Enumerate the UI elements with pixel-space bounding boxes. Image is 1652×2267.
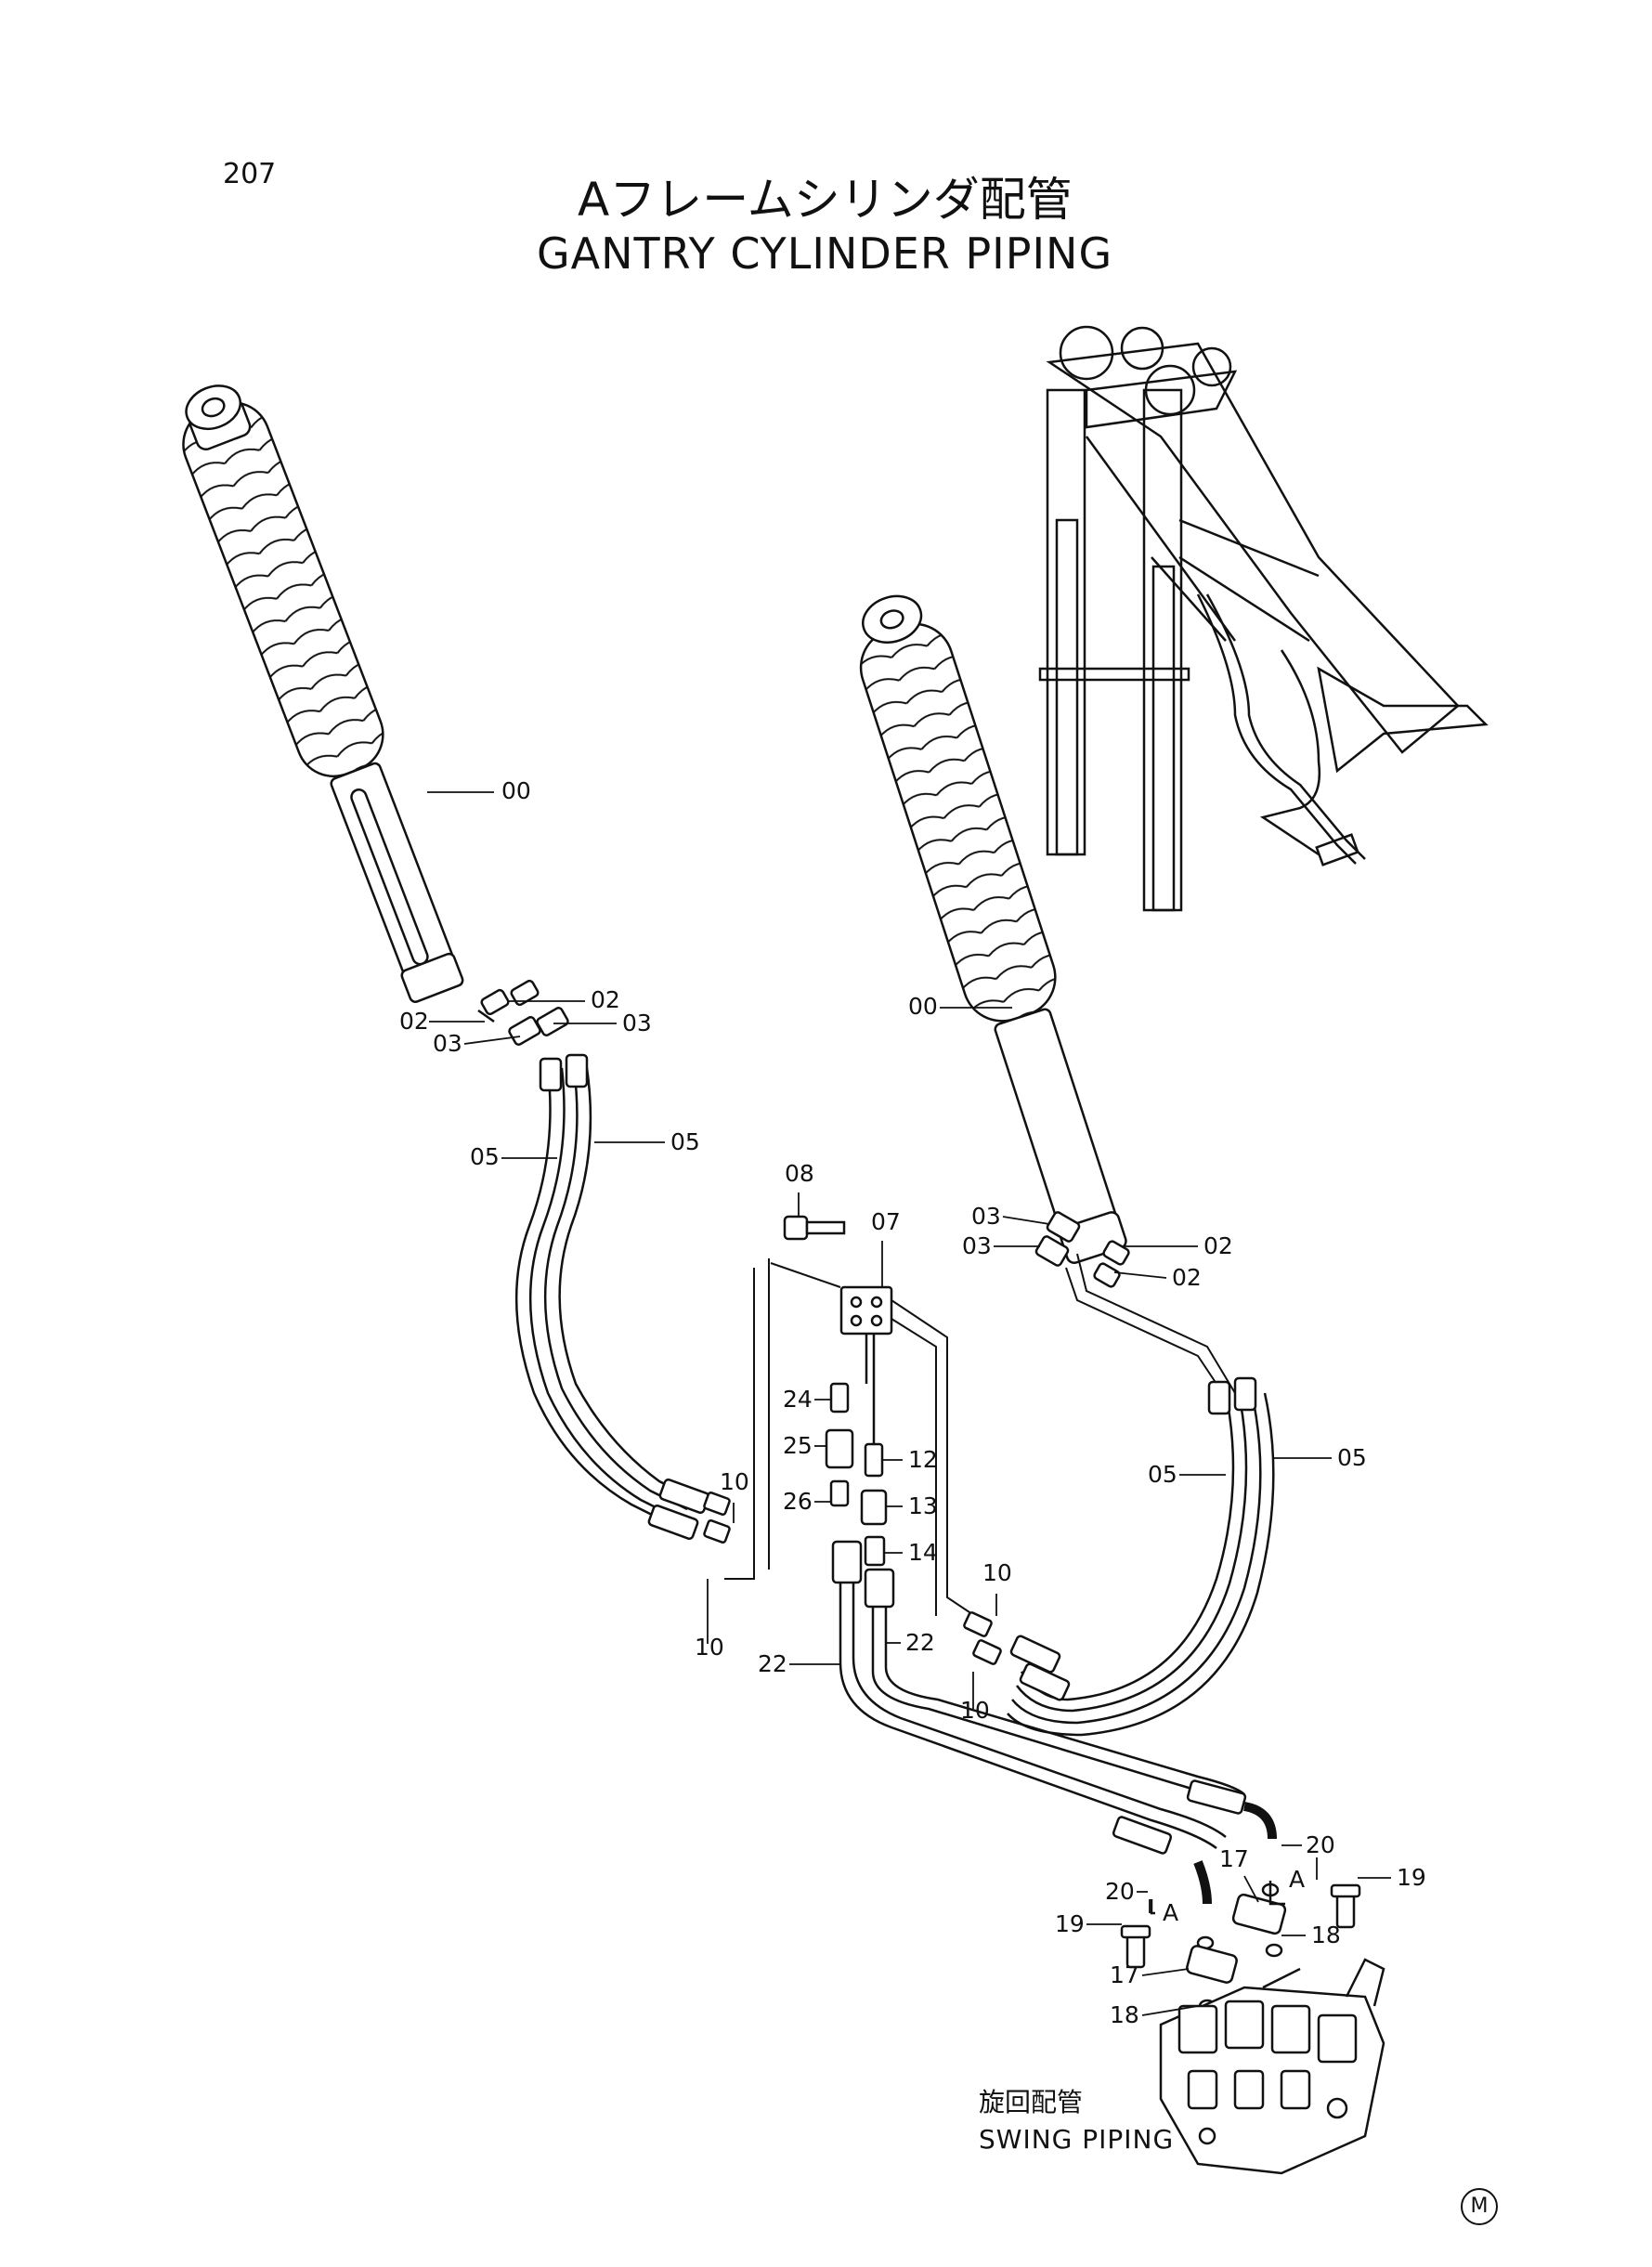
- right-fittings: [1034, 1211, 1130, 1288]
- callout-c6: 05: [470, 1143, 500, 1170]
- callout-c21: 10: [720, 1468, 749, 1495]
- leader-lines: [427, 791, 1391, 2016]
- title-japanese: Aフレームシリンダ配管: [578, 173, 1073, 227]
- callout-c29: 20: [1306, 1831, 1335, 1858]
- left-hoses: [514, 1053, 731, 1544]
- callout-c22: 10: [695, 1634, 724, 1661]
- callout-c3: 02: [399, 1008, 429, 1035]
- callout-c17: 12: [908, 1446, 938, 1473]
- callout-c23: 22: [758, 1650, 787, 1677]
- callout-c27: 05: [1148, 1461, 1177, 1488]
- page-number: 207: [223, 158, 277, 190]
- callout-c37: 17: [1110, 1961, 1139, 1988]
- callout-c13: 02: [1203, 1232, 1233, 1259]
- callout-c19: 13: [908, 1492, 938, 1519]
- callout-c2: 02: [591, 986, 620, 1013]
- callout-c25: 10: [982, 1559, 1012, 1586]
- callout-c1: 00: [501, 777, 531, 804]
- left-fittings: [477, 979, 569, 1046]
- callout-c20: 14: [908, 1539, 938, 1566]
- callout-c7: 05: [670, 1128, 700, 1155]
- callout-c28: 05: [1337, 1444, 1367, 1471]
- callout-c5: 03: [433, 1030, 462, 1057]
- callout-c31: A: [1289, 1866, 1305, 1893]
- callout-c15: 24: [783, 1386, 813, 1413]
- swing-control-valve: [1159, 1958, 1385, 2175]
- callout-c32: 19: [1397, 1864, 1426, 1891]
- callout-c16: 25: [783, 1432, 813, 1459]
- flanges-and-bolts: [1120, 1881, 1361, 2013]
- callout-c9: 08: [785, 1160, 814, 1187]
- callout-c33: 20: [1105, 1878, 1135, 1905]
- trademark-symbol: M: [1461, 2188, 1498, 2225]
- callout-c8: 00: [908, 993, 938, 1020]
- hoses-22: [831, 1540, 1277, 1905]
- callout-c12: 03: [962, 1232, 992, 1259]
- callout-c36: 18: [1311, 1922, 1341, 1948]
- left-gantry-cylinder: [182, 384, 464, 1003]
- callout-c35: 19: [1055, 1910, 1085, 1937]
- routing-lines: [724, 1253, 1236, 1617]
- callout-c24: 22: [905, 1629, 935, 1656]
- right-hoses: [963, 1376, 1275, 1737]
- callout-c34: A: [1163, 1899, 1178, 1926]
- sub-assembly-japanese: 旋回配管: [979, 2087, 1084, 2117]
- gantry-frame-overview: [1038, 325, 1489, 912]
- callout-c14: 02: [1172, 1264, 1202, 1291]
- sub-assembly-english: SWING PIPING: [979, 2124, 1175, 2155]
- callout-c11: 03: [971, 1203, 1001, 1230]
- callout-c4: 03: [622, 1010, 652, 1036]
- title-english: GANTRY CYLINDER PIPING: [537, 228, 1113, 279]
- right-gantry-cylinder: [859, 594, 1127, 1264]
- callout-c30: 17: [1219, 1845, 1249, 1872]
- callout-c18: 26: [783, 1488, 813, 1515]
- callout-c38: 18: [1110, 2001, 1139, 2028]
- callout-c10: 07: [871, 1208, 901, 1235]
- center-manifold: [783, 1215, 893, 1567]
- callout-c26: 10: [960, 1697, 990, 1724]
